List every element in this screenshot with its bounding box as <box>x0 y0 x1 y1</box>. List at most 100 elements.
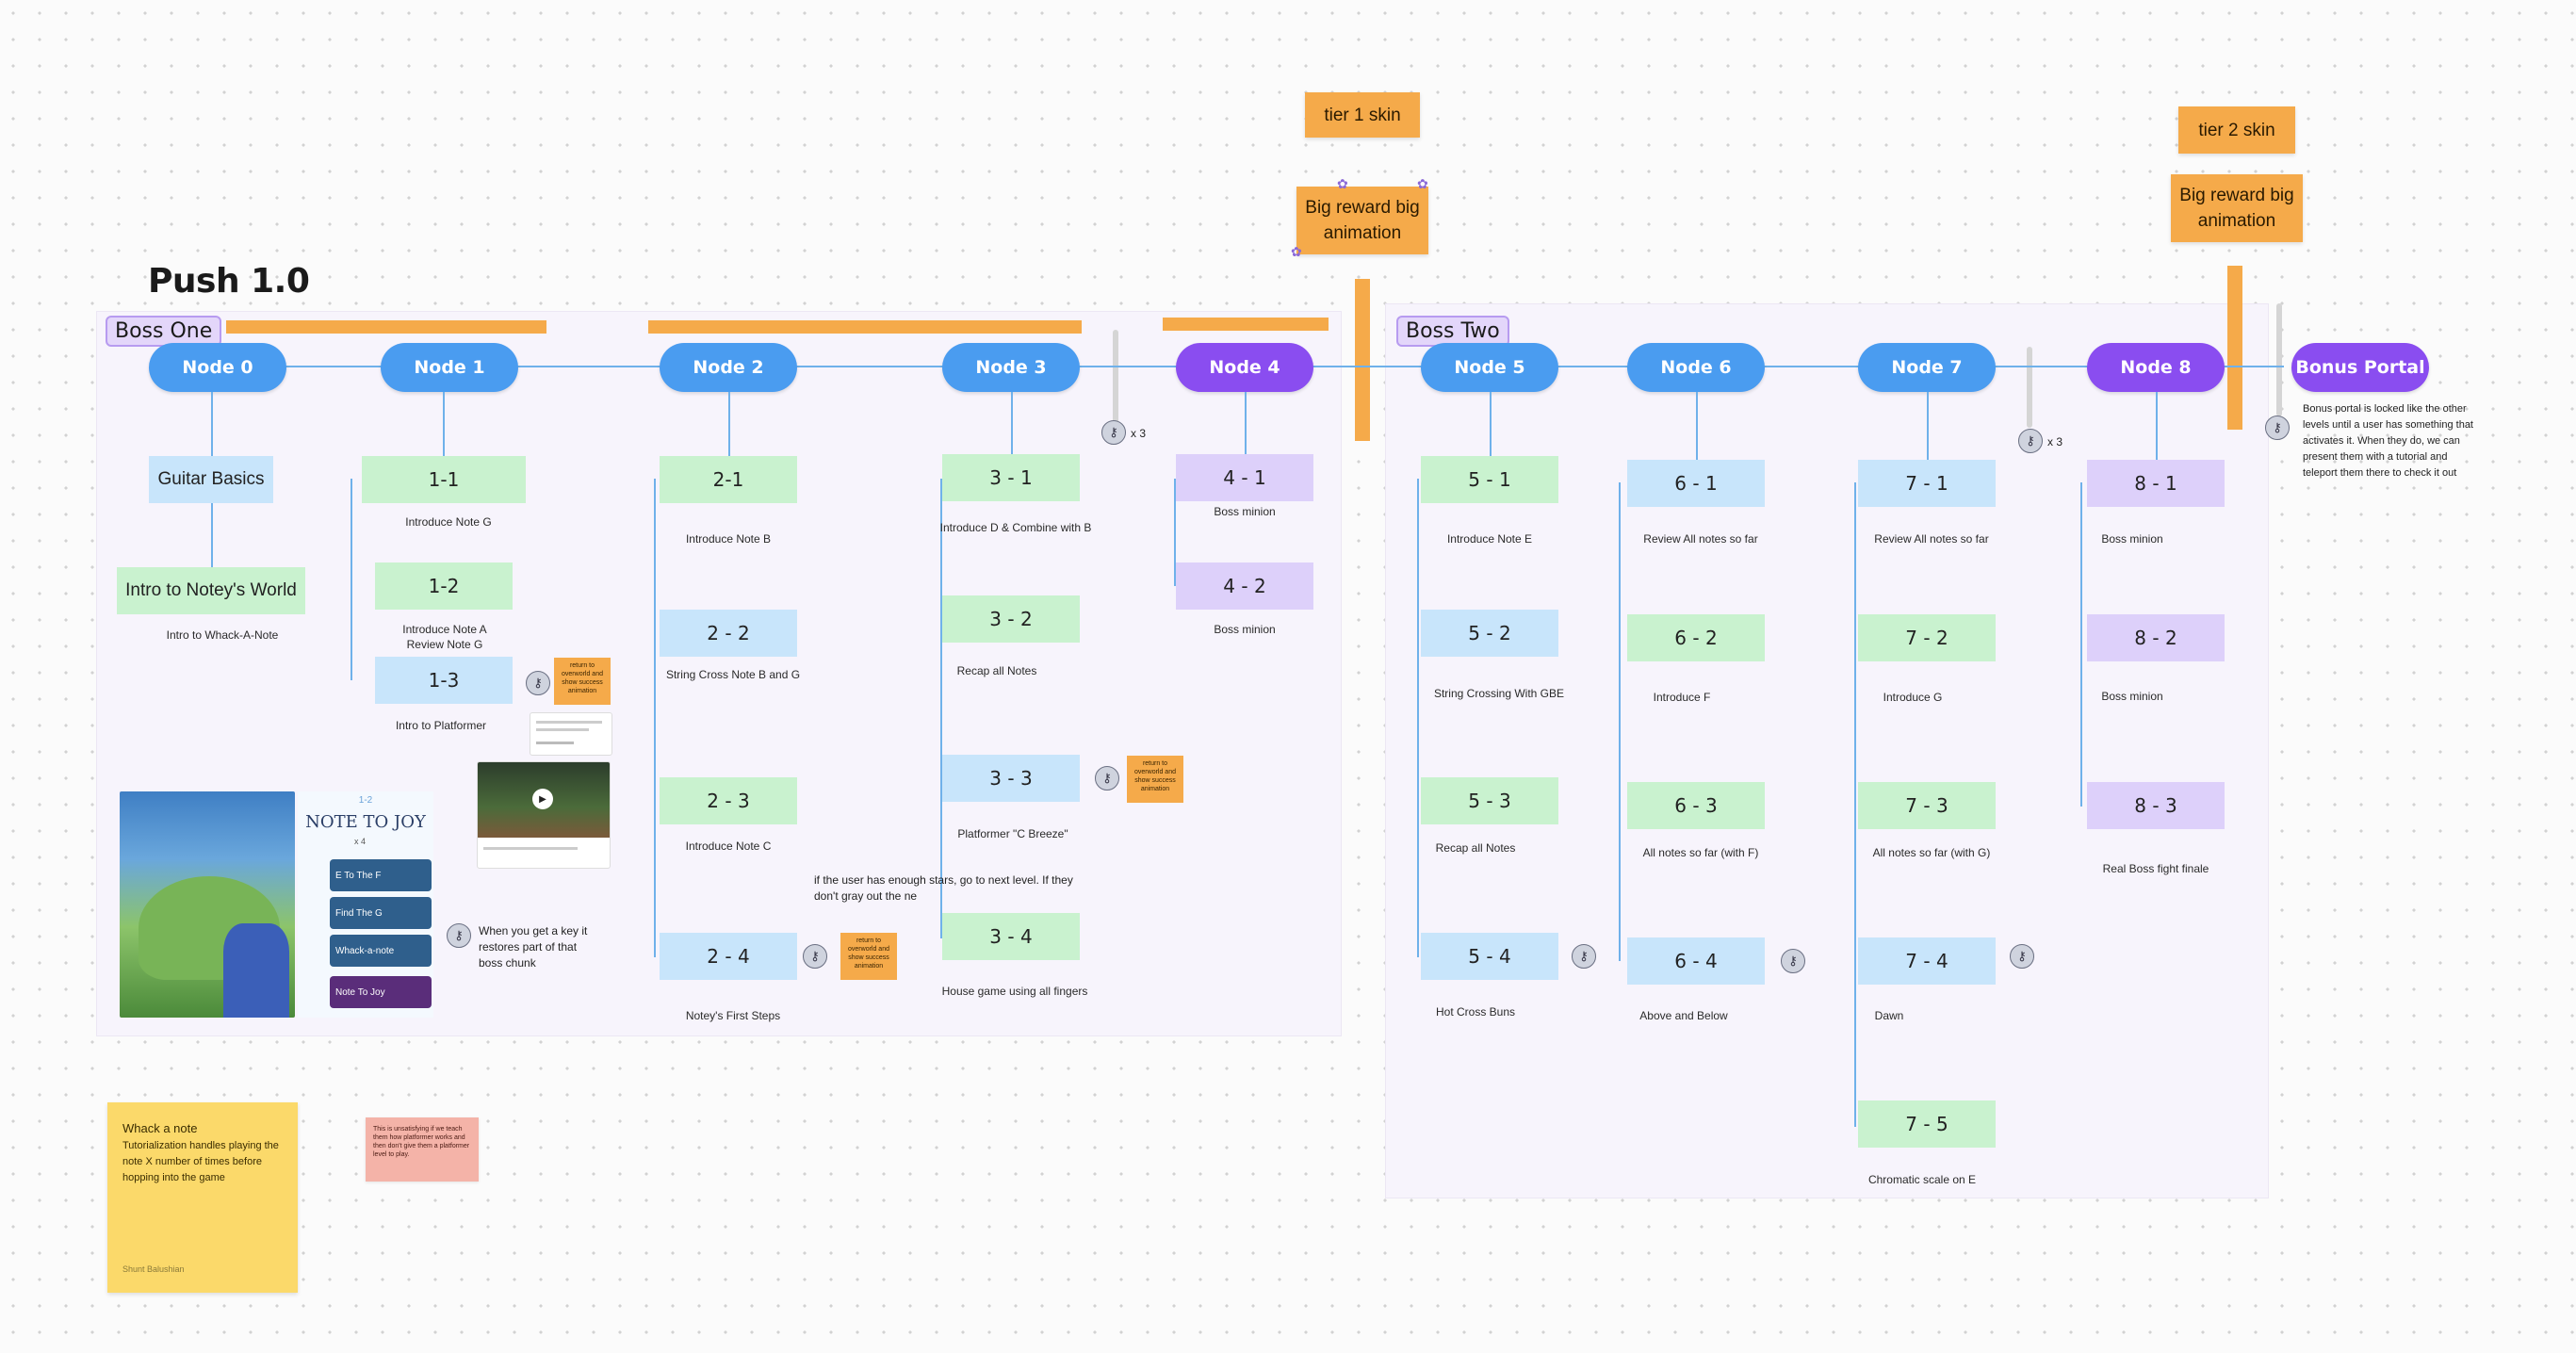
connector <box>940 479 942 938</box>
bonus-portal-node[interactable]: Bonus Portal <box>2291 343 2429 392</box>
key-icon[interactable]: ⚷ <box>803 944 827 969</box>
card-caption: House game using all fingers <box>941 985 1088 998</box>
card-4-2[interactable]: 4 - 2 <box>1176 562 1313 610</box>
gray-divider-1 <box>1113 330 1118 424</box>
card-1-1[interactable]: 1-1 <box>362 456 526 503</box>
return-sticky[interactable]: return to overworld and show success ani… <box>1127 756 1183 803</box>
key-icon[interactable]: ⚷ <box>447 923 471 948</box>
key-icon[interactable]: ⚷ <box>526 671 550 695</box>
key-icon[interactable]: ⚷ <box>1095 766 1119 791</box>
boss-two-label[interactable]: Boss Two <box>1396 316 1509 347</box>
level-number: 1-2 <box>358 795 373 806</box>
card-2-2[interactable]: 2 - 2 <box>660 610 797 657</box>
card-caption: Introduce Note G <box>405 515 492 529</box>
card-3-4[interactable]: 3 - 4 <box>942 913 1080 960</box>
card-5-1[interactable]: 5 - 1 <box>1421 456 1558 503</box>
card-6-1[interactable]: 6 - 1 <box>1627 460 1765 507</box>
whack-a-note-sticky[interactable]: Whack a note Tutorialization handles pla… <box>107 1102 298 1293</box>
card-guitar-basics[interactable]: Guitar Basics <box>149 456 273 503</box>
card-1-2[interactable]: 1-2 <box>375 562 513 610</box>
key-icon[interactable]: ⚷ <box>2265 416 2290 440</box>
boss-one-label[interactable]: Boss One <box>106 316 222 347</box>
preview-line <box>536 721 602 724</box>
node-6[interactable]: Node 6 <box>1627 343 1765 392</box>
card-3-1[interactable]: 3 - 1 <box>942 454 1080 501</box>
key-icon[interactable]: ⚷ <box>1101 420 1126 445</box>
card-caption: Recap all Notes <box>1435 841 1516 855</box>
level-row[interactable]: Note To Joy <box>330 976 432 1008</box>
stars-note: if the user has enough stars, go to next… <box>814 873 1073 903</box>
card-2-1[interactable]: 2-1 <box>660 456 797 503</box>
return-sticky[interactable]: return to overworld and show success ani… <box>840 933 897 980</box>
card-7-2[interactable]: 7 - 2 <box>1858 614 1996 661</box>
card-2-4[interactable]: 2 - 4 <box>660 933 797 980</box>
node-4[interactable]: Node 4 <box>1176 343 1313 392</box>
cliff-shape <box>223 923 289 1018</box>
video-preview-card[interactable]: ▶ <box>477 761 611 869</box>
node-8[interactable]: Node 8 <box>2087 343 2225 392</box>
key-icon[interactable]: ⚷ <box>1572 944 1596 969</box>
card-7-4[interactable]: 7 - 4 <box>1858 937 1996 985</box>
key-icon[interactable]: ⚷ <box>2018 429 2043 453</box>
card-7-1[interactable]: 7 - 1 <box>1858 460 1996 507</box>
card-7-3[interactable]: 7 - 3 <box>1858 782 1996 829</box>
return-sticky[interactable]: return to overworld and show success ani… <box>554 658 611 705</box>
pink-sticky[interactable]: This is unsatisfying if we teach them ho… <box>366 1117 479 1182</box>
card-5-3[interactable]: 5 - 3 <box>1421 777 1558 824</box>
page-title: Push 1.0 <box>148 262 310 301</box>
card-8-2[interactable]: 8 - 2 <box>2087 614 2225 661</box>
node-3[interactable]: Node 3 <box>942 343 1080 392</box>
level-row[interactable]: E To The F <box>330 859 432 891</box>
preview-line <box>483 847 578 850</box>
card-3-3[interactable]: 3 - 3 <box>942 755 1080 802</box>
big-reward-sticky-2[interactable]: Big reward big animation <box>2171 174 2303 242</box>
play-icon[interactable]: ▶ <box>532 789 553 809</box>
card-intro-noteys-world[interactable]: Intro to Notey's World <box>117 567 305 614</box>
tier1-skin-sticky[interactable]: tier 1 skin <box>1305 92 1420 138</box>
card-caption: Intro to Platformer <box>395 719 487 732</box>
card-caption: All notes so far (with G) <box>1872 846 1991 859</box>
link-preview-card[interactable] <box>530 712 612 756</box>
connector <box>443 392 445 456</box>
node-5[interactable]: Node 5 <box>1421 343 1558 392</box>
progress-bar-1 <box>226 320 546 334</box>
card-6-3[interactable]: 6 - 3 <box>1627 782 1765 829</box>
flower-icon: ✿ <box>1417 176 1428 191</box>
node-2[interactable]: Node 2 <box>660 343 797 392</box>
node-7[interactable]: Node 7 <box>1858 343 1996 392</box>
connector <box>211 503 213 567</box>
tier2-skin-sticky[interactable]: tier 2 skin <box>2178 106 2295 154</box>
card-1-3[interactable]: 1-3 <box>375 657 513 704</box>
progress-bar-2 <box>648 320 1082 334</box>
key-icon[interactable]: ⚷ <box>2010 944 2034 969</box>
sticky-author: Shunt Balushian <box>122 1264 185 1274</box>
key-icon[interactable]: ⚷ <box>1781 949 1805 973</box>
gray-divider-2 <box>2027 347 2032 428</box>
card-8-1[interactable]: 8 - 1 <box>2087 460 2225 507</box>
card-8-3[interactable]: 8 - 3 <box>2087 782 2225 829</box>
level-row[interactable]: Whack-a-note <box>330 935 432 967</box>
card-6-4[interactable]: 6 - 4 <box>1627 937 1765 985</box>
card-6-2[interactable]: 6 - 2 <box>1627 614 1765 661</box>
flower-icon: ✿ <box>1337 176 1348 191</box>
card-2-3[interactable]: 2 - 3 <box>660 777 797 824</box>
level-stars: x 4 <box>354 837 367 846</box>
card-5-4[interactable]: 5 - 4 <box>1421 933 1558 980</box>
card-caption: Real Boss fight finale <box>2102 862 2209 875</box>
game-thumbnail <box>120 791 295 1018</box>
card-7-5[interactable]: 7 - 5 <box>1858 1100 1996 1148</box>
bonus-portal-note: Bonus portal is locked like the other le… <box>2303 403 2473 479</box>
card-5-2[interactable]: 5 - 2 <box>1421 610 1558 657</box>
multiplier-label: x 3 <box>2047 435 2063 448</box>
card-3-2[interactable]: 3 - 2 <box>942 595 1080 643</box>
level-row[interactable]: Find The G <box>330 897 432 929</box>
card-caption: Boss minion <box>1214 505 1276 518</box>
connector <box>1174 479 1176 586</box>
card-caption: String Crossing With GBE <box>1433 687 1565 700</box>
node-1[interactable]: Node 1 <box>381 343 518 392</box>
node-0[interactable]: Node 0 <box>149 343 286 392</box>
connector <box>1417 479 1419 957</box>
card-caption: Platformer "C Breeze" <box>957 827 1068 840</box>
big-reward-sticky-1[interactable]: Big reward big animation <box>1296 187 1428 254</box>
card-4-1[interactable]: 4 - 1 <box>1176 454 1313 501</box>
